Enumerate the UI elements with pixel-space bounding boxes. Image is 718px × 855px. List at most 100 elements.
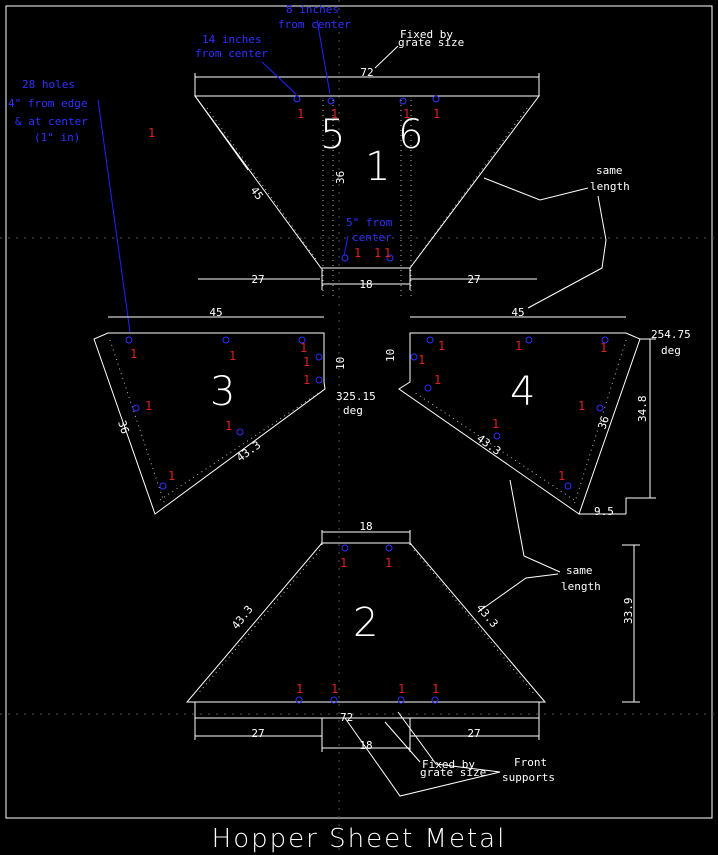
part-label-3: 3 (210, 369, 235, 415)
hole-number: 1 (374, 246, 381, 260)
hole-number: 1 (438, 339, 445, 353)
dim-label-18: 18 (359, 278, 372, 291)
hole-number: 1 (558, 469, 565, 483)
dim-label-p4-10: 10 (384, 349, 397, 362)
dim-label-45-slope: 45 (248, 184, 266, 202)
note-at-center: & at center (15, 115, 88, 128)
note-same-top: same (596, 164, 623, 177)
note-grate-size-top: grate size (398, 36, 464, 49)
note-grate-size-bottom: grate size (420, 766, 486, 779)
hole-number: 1 (515, 339, 522, 353)
hole-number: 1 (384, 246, 391, 260)
hole-number: 1 (418, 353, 425, 367)
part-4-holes (410, 336, 609, 490)
hole-number: 1 (297, 107, 304, 121)
dimension-row-part1 (198, 268, 537, 290)
note-1in: (1" in) (34, 131, 80, 144)
dim-label-36: 36 (334, 171, 347, 184)
part-label-4: 4 (510, 369, 535, 415)
hole-number: 1 (331, 682, 338, 696)
note-front: Front (514, 756, 547, 769)
dim-label-p3-36: 36 (115, 419, 131, 436)
note-from-center-8: from center (278, 18, 351, 31)
hole-number: 1 (148, 126, 155, 140)
hole-number: 1 (578, 399, 585, 413)
part-3-holes (125, 336, 323, 490)
note-fixed-by-top: Fixed by (400, 28, 453, 41)
hole-number: 1 (229, 349, 236, 363)
same-length-leaders-bottom (477, 479, 561, 613)
note-supports: supports (502, 771, 555, 784)
dim-label-p4-95: 9.5 (594, 505, 614, 518)
part-label-2: 2 (353, 600, 378, 646)
hole-number: 1 (331, 107, 338, 121)
dim-label-p3-433: 43.3 (234, 438, 263, 464)
part-label-6: 6 (398, 112, 423, 158)
dimension-top-72: 72 (194, 66, 540, 96)
dim-label-p2-18: 18 (359, 520, 372, 533)
dim-label-bottom-27-left: 27 (251, 727, 264, 740)
hole (386, 254, 394, 262)
hole-number: 1 (300, 341, 307, 355)
dim-label-p2-433-left: 43.3 (229, 603, 256, 632)
part-2-panel (185, 530, 547, 703)
part-1-holes (293, 95, 440, 105)
note-length-bottom: length (561, 580, 601, 593)
part-2-holes (295, 544, 439, 704)
hole-number: 1 (296, 682, 303, 696)
dim-label-p3-45: 45 (209, 306, 222, 319)
hole-number: 1 (130, 347, 137, 361)
hole-number: 1 (492, 417, 499, 431)
hole-number: 1 (432, 682, 439, 696)
note-5-from: 5" from (346, 216, 393, 229)
front-supports-leaders (344, 711, 501, 797)
hole-number: 1 (433, 107, 440, 121)
hole-number: 1 (434, 373, 441, 387)
blue-leaders (97, 19, 349, 333)
dim-label-bottom-27-right: 27 (467, 727, 480, 740)
leader-fixed-bottom (384, 721, 421, 763)
angle-325-value: 325.15 (336, 390, 376, 403)
dim-label-p3-10: 10 (334, 357, 347, 370)
dim-label-p4-348: 34.8 (636, 396, 649, 423)
part-2-height-dim (622, 544, 640, 703)
dim-label-72: 72 (360, 66, 373, 79)
dim-label-p4-433: 43.3 (474, 432, 503, 458)
angle-254-value: 254.75 (651, 328, 691, 341)
note-28-holes: 28 holes (22, 78, 75, 91)
dim-label-27-right: 27 (467, 273, 480, 286)
drawing-title: Hopper Sheet Metal (212, 824, 507, 854)
part-label-5: 5 (320, 112, 345, 158)
note-length-top: length (590, 180, 630, 193)
hole-number: 1 (354, 246, 361, 260)
note-same-bottom: same (566, 564, 593, 577)
drawing-border (5, 5, 713, 819)
hole-number: 1 (145, 399, 152, 413)
note-center-5: center (352, 231, 392, 244)
hole-number: 1 (303, 355, 310, 369)
dim-label-bottom-72: 72 (340, 711, 353, 724)
hole-number: 1 (600, 341, 607, 355)
note-14-inches: 14 inches (202, 33, 262, 46)
dim-label-p4-45: 45 (511, 306, 524, 319)
part-4-dim-lines (579, 338, 656, 515)
note-8-inches: 8 inches (286, 3, 339, 16)
part-3-panel (93, 332, 326, 515)
dim-label-27-left: 27 (251, 273, 264, 286)
dim-label-p4-36: 36 (595, 414, 611, 431)
angle-325-unit: deg (343, 404, 363, 417)
part-label-1: 1 (365, 144, 390, 190)
hole-number: 1 (340, 556, 347, 570)
part-1-panel (194, 95, 540, 300)
hole-number: 1 (168, 469, 175, 483)
hole (341, 254, 349, 262)
hole-number: 1 (398, 682, 405, 696)
hole-number: 1 (385, 556, 392, 570)
angle-254-unit: deg (661, 344, 681, 357)
same-length-leaders-top (483, 177, 607, 309)
note-from-center-14: from center (195, 47, 268, 60)
dim-label-p2-339: 33.9 (622, 598, 635, 625)
note-4in-from-edge: 4" from edge (8, 97, 87, 110)
bottom-dimension-lines (194, 702, 540, 752)
